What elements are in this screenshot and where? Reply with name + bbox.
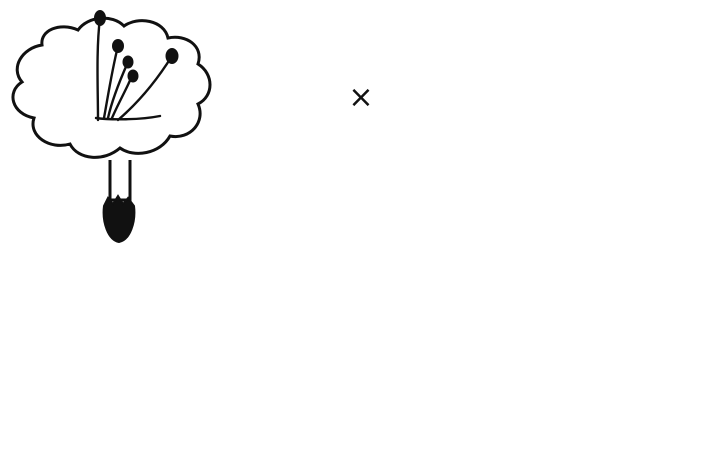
cross-symbol: × xyxy=(346,80,376,116)
white-parent-petals xyxy=(13,18,210,157)
white-parent-calyx xyxy=(104,196,135,242)
white-parent-flower xyxy=(13,10,210,242)
white-parent-tube xyxy=(110,160,130,200)
